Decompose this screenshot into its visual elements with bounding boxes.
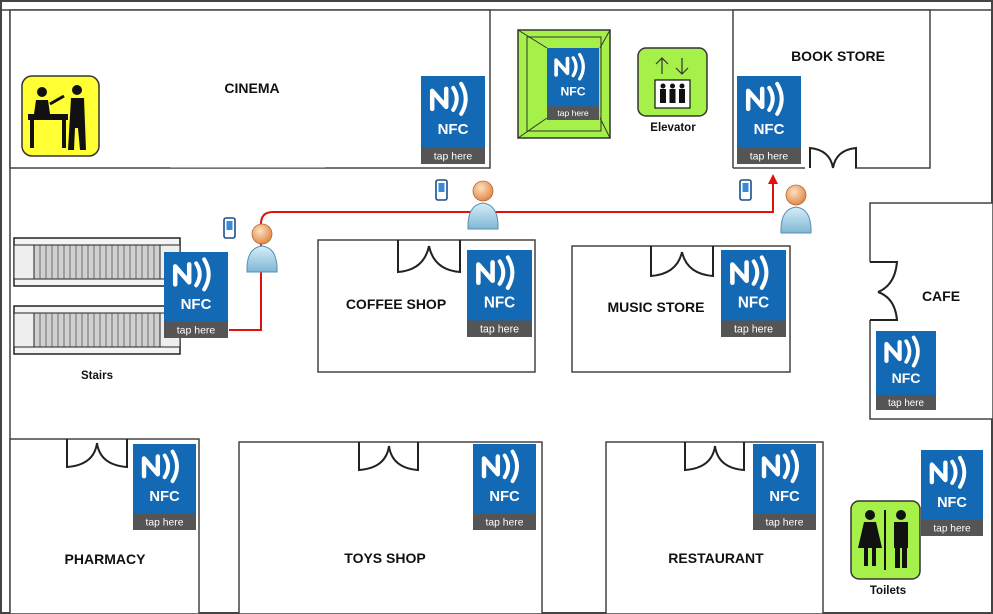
nfc-word: NFC	[769, 489, 800, 505]
music-store-label: MUSIC STORE	[608, 299, 705, 315]
nfc-tag-icon-coffee[interactable]: NFC tap here	[467, 250, 532, 337]
coffee-door-icon	[397, 240, 461, 274]
nfc-word: NFC	[892, 370, 921, 386]
nfc-tag-icon-restaurant[interactable]: NFC tap here	[753, 444, 816, 530]
music-door-icon	[650, 246, 714, 278]
nfc-word: NFC	[738, 294, 769, 311]
cinema-label: CINEMA	[224, 80, 279, 96]
info-desk-icon[interactable]	[21, 75, 100, 157]
person-icon	[246, 223, 278, 273]
nfc-word: NFC	[181, 296, 212, 313]
nfc-tag-icon-toys[interactable]: NFC tap here	[473, 444, 536, 530]
nfc-word: NFC	[438, 121, 469, 138]
toys-shop-label: TOYS SHOP	[344, 550, 425, 566]
tap-here-label: tap here	[480, 323, 519, 335]
nfc-tag-icon-cinema[interactable]: NFC tap here	[421, 76, 485, 164]
tap-here-label: tap here	[734, 323, 773, 335]
stairs-label: Stairs	[81, 370, 113, 382]
nfc-tag-icon-cafe[interactable]: NFC tap here	[876, 331, 936, 410]
phone-icon	[223, 179, 752, 239]
pharmacy-label: PHARMACY	[65, 551, 147, 567]
nfc-n-glyph	[730, 260, 749, 286]
nfc-tag-icon-elevator[interactable]: NFC tap here	[547, 48, 599, 120]
toilets-icon[interactable]	[850, 500, 921, 580]
tap-here-label: tap here	[434, 150, 473, 162]
nfc-n-glyph	[429, 86, 449, 112]
tap-here-label: tap here	[177, 324, 216, 336]
toilets-label: Toilets	[870, 585, 906, 597]
bookstore-door-icon	[809, 146, 857, 169]
cafe-label: CAFE	[922, 288, 960, 304]
escalator-icon[interactable]	[13, 237, 181, 355]
nfc-n-glyph	[554, 56, 570, 77]
nfc-n-glyph	[476, 260, 495, 286]
nfc-word: NFC	[149, 489, 180, 505]
coffee-shop-label: COFFEE SHOP	[346, 296, 446, 312]
toys-door-icon	[358, 442, 419, 472]
bookstore-label: BOOK STORE	[791, 48, 885, 64]
elevator-icon[interactable]	[637, 47, 708, 117]
nfc-tag-icon-pharmacy[interactable]: NFC tap here	[133, 444, 196, 530]
tap-here-label: tap here	[933, 523, 971, 534]
nfc-word: NFC	[484, 294, 515, 311]
nfc-tag-icon-music[interactable]: NFC tap here	[721, 250, 786, 337]
cafe-door-icon	[870, 261, 899, 321]
tap-here-label: tap here	[557, 108, 589, 118]
restaurant-label: RESTAURANT	[668, 550, 764, 566]
nfc-n-glyph	[929, 460, 948, 485]
nfc-word: NFC	[560, 85, 585, 99]
nfc-tag-icon-bookstore[interactable]: NFC tap here	[737, 76, 801, 164]
nfc-n-glyph	[481, 454, 501, 479]
restaurant-door-icon	[684, 442, 745, 472]
tap-here-label: tap here	[766, 517, 804, 528]
nfc-n-glyph	[172, 262, 192, 287]
nfc-tag-icon-toilets[interactable]: NFC tap here	[921, 450, 983, 536]
nfc-n-glyph	[141, 454, 161, 479]
nfc-word: NFC	[754, 121, 785, 138]
person-icon	[780, 184, 812, 234]
nfc-tag-icon-stairs[interactable]: NFC tap here	[164, 252, 228, 338]
tap-here-label: tap here	[486, 517, 524, 528]
tap-here-label: tap here	[750, 150, 789, 162]
nfc-n-glyph	[745, 86, 765, 112]
nfc-word: NFC	[489, 489, 520, 505]
person-icon	[467, 180, 499, 230]
nfc-n-glyph	[884, 340, 902, 364]
tap-here-label: tap here	[146, 517, 184, 528]
nfc-n-glyph	[761, 454, 781, 479]
tap-here-label: tap here	[888, 398, 925, 409]
nfc-word: NFC	[937, 495, 967, 511]
pharmacy-door-icon	[66, 439, 128, 469]
elevator-label: Elevator	[650, 122, 696, 134]
